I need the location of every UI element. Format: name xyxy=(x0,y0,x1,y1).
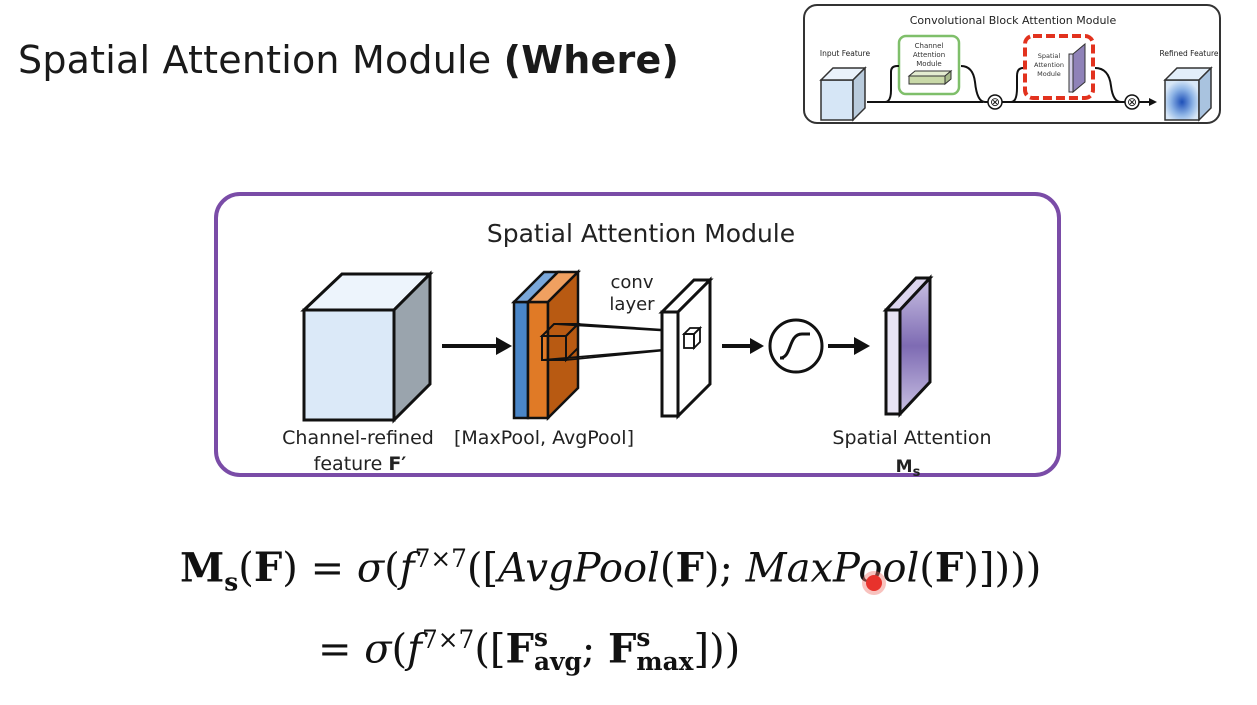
cbam-arrowhead xyxy=(1149,98,1157,106)
eq1-equals: = xyxy=(310,545,345,592)
pooled-feature-slabs xyxy=(510,268,582,422)
conv-label-1: conv xyxy=(611,272,654,293)
slide-title-bold: (Where) xyxy=(503,38,680,82)
eq2-close: ])) xyxy=(693,626,741,673)
arrow-1-head xyxy=(496,337,512,355)
eq2-F-avg: F xyxy=(505,625,534,673)
slide-title-main: Spatial Attention Module xyxy=(18,38,492,82)
eq1-sigma: σ xyxy=(356,545,385,592)
eq1-M: M xyxy=(180,544,225,592)
eq2-open: ([ xyxy=(474,626,506,673)
equations: Ms(F) = σ(f7×7([AvgPool(F); MaxPool(F)])… xyxy=(0,520,1257,705)
input-feature-cube xyxy=(819,66,867,122)
laser-pointer-dot xyxy=(866,575,882,591)
eq2-f: f xyxy=(407,626,422,673)
spatial-label-1: Spatial xyxy=(1038,52,1061,60)
eq1-close: ])) xyxy=(978,545,1026,592)
sam-diagram-svg: Spatial Attention Module conv layer xyxy=(282,219,991,480)
conv-output-slab xyxy=(658,276,714,420)
spatial-attention-map xyxy=(1068,42,1086,94)
sigmoid-icon xyxy=(768,318,824,374)
eq2-F-max: F xyxy=(607,625,637,673)
slide-title: Spatial Attention Module (Where) xyxy=(18,38,679,82)
eq1-f: f xyxy=(399,545,415,592)
arrow-2-head xyxy=(750,338,764,354)
pool-label: [MaxPool, AvgPool] xyxy=(454,427,634,449)
eq1-F2: F xyxy=(934,544,964,592)
spatial-attention-map-large xyxy=(882,274,934,418)
eq1-M-sub: s xyxy=(224,567,239,597)
spatial-label-3: Module xyxy=(1037,70,1061,78)
eq1-maxpool: MaxPool xyxy=(745,545,920,592)
multiply-symbol-2: ⊗ xyxy=(1127,95,1137,109)
eq1-avgpool: AvgPool xyxy=(498,545,660,592)
cbam-inset-diagram: Convolutional Block Attention Module Inp… xyxy=(803,4,1221,124)
multiply-node-2 xyxy=(1124,94,1140,110)
channel-attention-bar xyxy=(907,69,953,86)
cbam-connectors xyxy=(867,65,1155,103)
eq1-f-sup: 7×7 xyxy=(414,544,467,573)
input-feature-label: Input Feature xyxy=(820,49,871,58)
multiply-node-1 xyxy=(987,94,1003,110)
refined-feature-label: Refined Feature xyxy=(1159,49,1218,58)
eq2-sigma: σ xyxy=(364,626,392,673)
eq2-sep: ; xyxy=(581,626,596,673)
cbam-title: Convolutional Block Attention Module xyxy=(910,14,1117,27)
channel-label-3: Module xyxy=(916,60,941,68)
spatial-label-2: Attention xyxy=(1034,61,1064,69)
equation-line-1: Ms(F) = σ(f7×7([AvgPool(F); MaxPool(F)])… xyxy=(180,544,1042,597)
spatial-attention-module-diagram: Spatial Attention Module conv layer xyxy=(214,192,1061,480)
conv-label-2: layer xyxy=(609,294,655,315)
channel-label-2: Attention xyxy=(913,51,945,59)
input-label-1: Channel-refined xyxy=(282,427,434,449)
eq2-f-sup: 7×7 xyxy=(421,625,475,654)
arrow-3-head xyxy=(854,337,870,355)
refined-feature-cube xyxy=(1163,66,1213,122)
eq1-sep: ; xyxy=(719,545,733,592)
multiply-symbol-1: ⊗ xyxy=(990,95,1000,109)
channel-label-1: Channel xyxy=(915,42,944,50)
cbam-inset-svg: Convolutional Block Attention Module Inp… xyxy=(819,14,1219,122)
eq1-F1: F xyxy=(675,544,704,592)
output-symbol: Ms xyxy=(896,457,921,480)
input-label-2: feature F′ xyxy=(314,453,407,475)
input-feature-cube-large xyxy=(300,270,434,424)
sam-title: Spatial Attention Module xyxy=(487,219,795,248)
eq1-open: ([ xyxy=(466,545,499,592)
eq1-lhs-arg: (F) xyxy=(238,544,298,592)
eq2-equals: = xyxy=(318,626,352,673)
output-label: Spatial Attention xyxy=(832,427,991,449)
